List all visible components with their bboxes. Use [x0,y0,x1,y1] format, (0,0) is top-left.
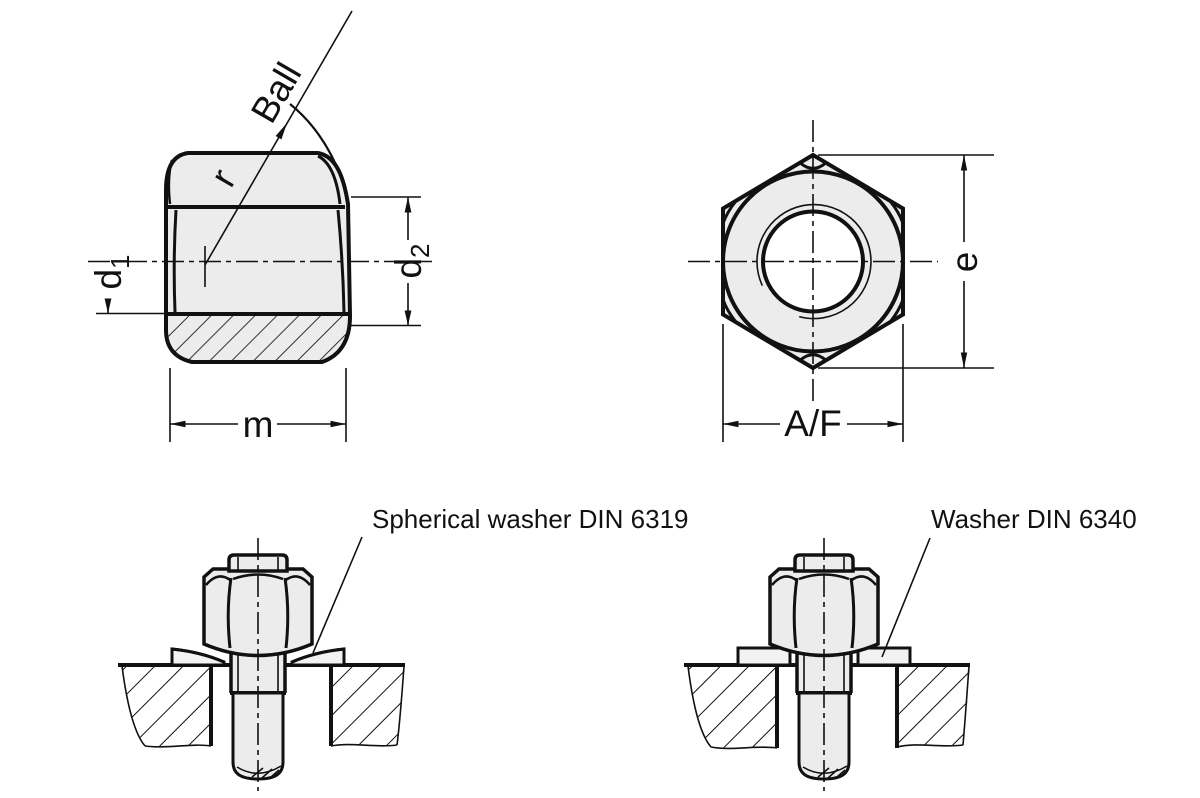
caption-leader-line [312,536,363,654]
radius-leader-line [204,10,353,266]
plate-section [118,663,405,748]
plate-section [684,663,970,750]
stud-end [793,553,855,573]
ball-contour-arc [289,103,350,201]
dome-left-arc [167,159,174,205]
nut-side-view: Ball r d1 d2 m [88,10,435,445]
dimension-m: m [169,368,347,445]
radius-arrowhead [275,123,287,140]
d1-label: d1 [88,254,135,289]
caption-leader-line [881,537,931,658]
caption-spherical-washer: Spherical washer DIN 6319 [372,504,689,534]
caption-flat-washer: Washer DIN 6340 [931,504,1137,534]
seat-hatch [166,314,350,362]
d2-label: d2 [388,243,435,278]
e-label: e [944,252,985,273]
dimension-af: A/F [722,324,904,444]
nut-face-view: e A/F [688,120,994,444]
stud-end [227,553,289,573]
assembly-flat-washer [684,537,970,791]
dimension-e: e [818,154,994,369]
dimension-d1: d1 [88,254,166,315]
dimension-d2: d2 [351,196,435,327]
left-facet-edge [172,209,178,313]
m-label: m [243,404,274,445]
assembly-spherical-washer [118,536,405,791]
thread-crest-arc [756,203,872,320]
dome-right-arc [317,154,342,205]
spherical-washer [170,647,346,667]
ball-label: Ball [243,56,309,130]
af-label: A/F [784,403,842,444]
